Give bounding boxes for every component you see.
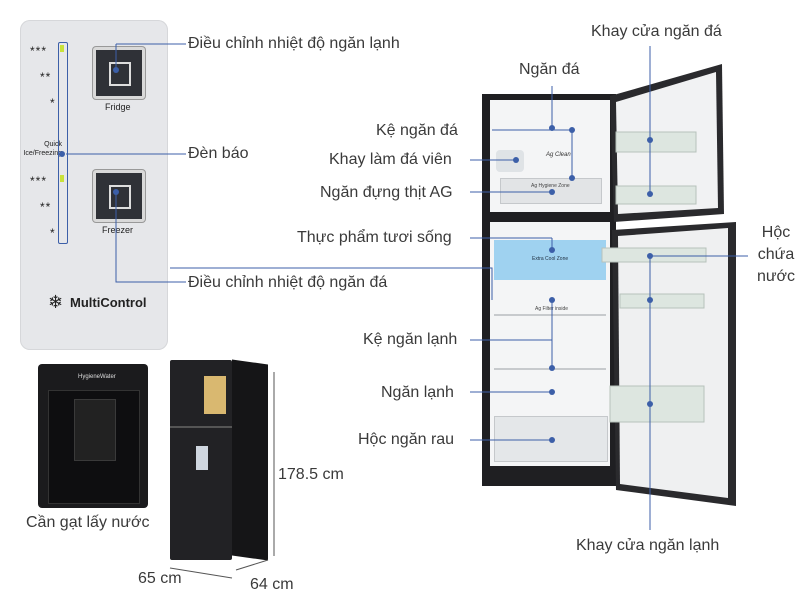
fresh-zone-drawer: Extra Cool Zone	[494, 240, 606, 280]
freezer-temp-button[interactable]	[93, 170, 145, 222]
fridge-cabinet: Ag Clean Ag Hygiene Zone Extra Cool Zone…	[482, 94, 616, 486]
freezer-door-tray-1	[615, 131, 697, 153]
freezer-button-label: Freezer	[102, 225, 134, 235]
fridge-door-tray-2	[609, 385, 705, 423]
fridge-door-tray-1	[619, 293, 705, 309]
depth-dim-line	[235, 559, 269, 571]
dot-fridge-shelf-2	[549, 365, 555, 371]
freezer-level-1: *	[50, 226, 56, 240]
label-freezer: Ngăn đá	[519, 61, 580, 78]
width-dim-line	[169, 567, 233, 579]
dot-fresh	[549, 247, 555, 253]
line-freezer-temp	[115, 192, 186, 283]
dot-freezer	[549, 125, 555, 131]
ice-maker-tray	[496, 150, 524, 172]
dot-fridge-shelf-1	[549, 297, 555, 303]
label-veg-drawer: Hộc ngăn rau	[358, 431, 455, 448]
front-display	[204, 376, 226, 414]
dot-indicator	[59, 151, 65, 157]
label-water-box: Hộc chứa nước	[756, 224, 796, 285]
dot-ice-tray	[513, 157, 519, 163]
dot-freezer-temp	[113, 189, 119, 195]
label-ice-tray: Khay làm đá viên	[329, 151, 452, 168]
indicator-column	[58, 42, 68, 244]
fridge-button-label: Fridge	[105, 102, 131, 112]
dispenser-recess	[48, 390, 140, 504]
freezer-door-tray-2	[615, 185, 697, 205]
fridge-door-inner	[618, 228, 728, 498]
hygiene-zone-text: Ag Hygiene Zone	[531, 183, 570, 189]
line-freezer-temp-ext	[170, 267, 493, 300]
extra-cool-text: Extra Cool Zone	[532, 256, 569, 262]
label-meat-ag: Ngăn đựng thịt AG	[320, 184, 453, 201]
dot-freezer-door-tray-2	[647, 191, 653, 197]
water-dispenser: HygieneWater	[38, 364, 148, 508]
dispenser-window	[196, 446, 208, 470]
fridge-small	[170, 360, 232, 560]
dot-fridge	[549, 389, 555, 395]
freezer-icon	[109, 185, 131, 209]
dot-veg	[549, 437, 555, 443]
indicator-light-fridge	[60, 45, 64, 52]
quick-freezing-label: Quick Ice/Freezing	[23, 141, 62, 157]
brand-text: MultiControl	[70, 295, 147, 310]
fridge-level-1: *	[50, 96, 56, 110]
freezer-level-2: **	[40, 200, 52, 214]
fridge-icon	[109, 62, 131, 86]
dot-freezer-door-tray-1	[647, 137, 653, 143]
fridge-level-3: ***	[30, 44, 48, 58]
label-freezer-door-tray: Khay cửa ngăn đá	[591, 23, 722, 40]
label-indicator: Đèn báo	[188, 145, 249, 162]
dot-water-box	[647, 253, 653, 259]
label-fresh-food: Thực phẩm tươi sống	[297, 229, 452, 246]
dot-fridge-door-tray-2	[647, 401, 653, 407]
label-fridge-shelf: Kệ ngăn lạnh	[363, 331, 458, 348]
fridge-level-2: **	[40, 70, 52, 84]
dot-fridge-temp	[113, 67, 119, 73]
label-fridge-temp: Điều chỉnh nhiệt độ ngăn lạnh	[188, 35, 400, 52]
door-divider	[170, 426, 232, 428]
snowflake-icon: ❄	[48, 292, 64, 312]
dot-meat	[549, 189, 555, 195]
control-panel: *** ** * Quick Ice/Freezing *** ** * Fri…	[20, 20, 168, 350]
label-fridge: Ngăn lạnh	[381, 384, 454, 401]
water-box-shape	[601, 247, 707, 263]
label-height: 178.5 cm	[278, 466, 344, 483]
shelf-1	[494, 314, 606, 316]
dot-freezer-shelf	[569, 127, 575, 133]
freezer-compartment: Ag Clean Ag Hygiene Zone	[490, 100, 610, 212]
dot-freezer-shelf-2	[569, 175, 575, 181]
dot-fridge-door-tray-1	[647, 297, 653, 303]
indicator-light-freezer	[60, 175, 64, 182]
fridge-temp-button[interactable]	[93, 47, 145, 99]
label-width: 65 cm	[138, 570, 182, 587]
dispenser-title: HygieneWater	[78, 374, 116, 380]
label-freezer-temp: Điều chỉnh nhiệt độ ngăn đá	[188, 274, 388, 291]
freezer-level-3: ***	[30, 174, 48, 188]
label-fridge-door-tray: Khay cửa ngăn lạnh	[576, 537, 720, 554]
dispenser-lever[interactable]	[74, 399, 116, 461]
ag-clean-text: Ag Clean	[546, 152, 571, 158]
label-freezer-shelf: Kệ ngăn đá	[376, 122, 458, 139]
label-water-lever: Cần gạt lấy nước	[26, 514, 150, 531]
label-depth: 64 cm	[250, 576, 294, 593]
